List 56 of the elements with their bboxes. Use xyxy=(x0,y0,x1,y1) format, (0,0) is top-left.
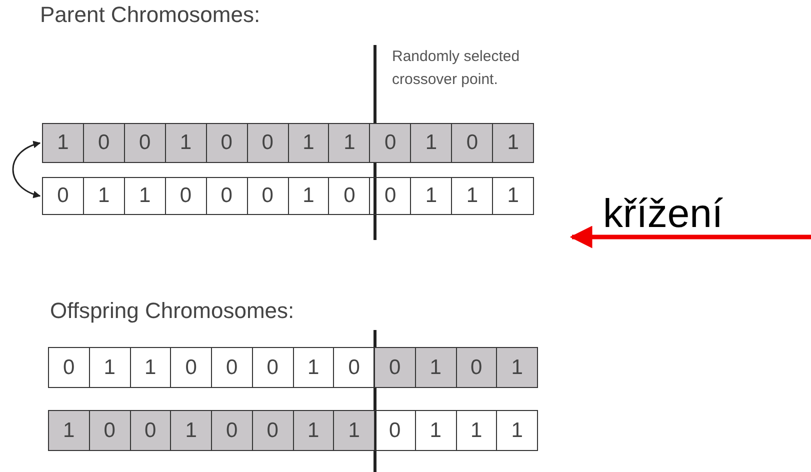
bit-cell: 1 xyxy=(496,411,537,450)
bit-cell: 1 xyxy=(414,411,456,450)
bit-cell: 0 xyxy=(374,411,415,450)
bit-cell: 1 xyxy=(124,178,165,214)
chromosome-bar xyxy=(48,347,538,388)
bit-cell: 0 xyxy=(369,124,410,162)
bit-cell: 1 xyxy=(328,124,370,162)
bit-cell: 1 xyxy=(410,178,452,214)
bit-cell: 0 xyxy=(124,124,165,162)
bit-cell: 1 xyxy=(170,411,211,450)
chromosome-bar xyxy=(42,177,534,215)
section-title: Parent Chromosomes: xyxy=(40,2,260,28)
bit-cell: 0 xyxy=(49,348,89,387)
bit-cell: 0 xyxy=(451,124,492,162)
bit-cell: 1 xyxy=(451,178,492,214)
bit-cell: 0 xyxy=(369,178,410,214)
bit-cell: 0 xyxy=(170,348,211,387)
bit-cell: 1 xyxy=(410,124,452,162)
annotation-text: Randomly selected crossover point. xyxy=(392,47,521,90)
section-title: Offspring Chromosomes: xyxy=(50,298,294,324)
bit-cell: 0 xyxy=(88,411,130,450)
bit-cell: 1 xyxy=(414,348,456,387)
bit-cell: 1 xyxy=(164,124,206,162)
bit-cell: 0 xyxy=(211,348,252,387)
bit-cell: 1 xyxy=(88,348,130,387)
bit-cell: 0 xyxy=(246,178,288,214)
bit-cell: 1 xyxy=(130,348,170,387)
bit-cell: 0 xyxy=(252,411,292,450)
caption-text: křížení xyxy=(603,192,724,237)
bit-cell: 1 xyxy=(292,411,334,450)
bit-cell: 0 xyxy=(164,178,206,214)
bit-cell: 0 xyxy=(82,124,124,162)
bit-cell: 1 xyxy=(492,124,534,162)
bit-cell: 0 xyxy=(206,124,247,162)
bit-cell: 1 xyxy=(43,124,83,162)
bit-cell: 1 xyxy=(288,124,328,162)
bit-cell: 1 xyxy=(333,411,374,450)
bit-cell: 0 xyxy=(211,411,252,450)
bit-cell: 0 xyxy=(374,348,415,387)
bit-cell: 1 xyxy=(456,411,496,450)
chromosome-bar xyxy=(42,123,534,163)
bit-cell: 0 xyxy=(246,124,288,162)
bit-cell: 0 xyxy=(43,178,83,214)
chromosome-bar xyxy=(48,410,538,451)
bit-cell: 0 xyxy=(130,411,170,450)
bit-cell: 0 xyxy=(456,348,496,387)
bit-cell: 0 xyxy=(328,178,370,214)
bit-cell: 1 xyxy=(496,348,537,387)
bit-cell: 0 xyxy=(206,178,247,214)
bit-cell: 0 xyxy=(252,348,292,387)
bit-cell: 1 xyxy=(492,178,534,214)
bit-cell: 1 xyxy=(49,411,89,450)
bit-cell: 1 xyxy=(82,178,124,214)
swap-arrow xyxy=(12,141,41,198)
bit-cell: 1 xyxy=(288,178,328,214)
bit-cell: 1 xyxy=(292,348,334,387)
